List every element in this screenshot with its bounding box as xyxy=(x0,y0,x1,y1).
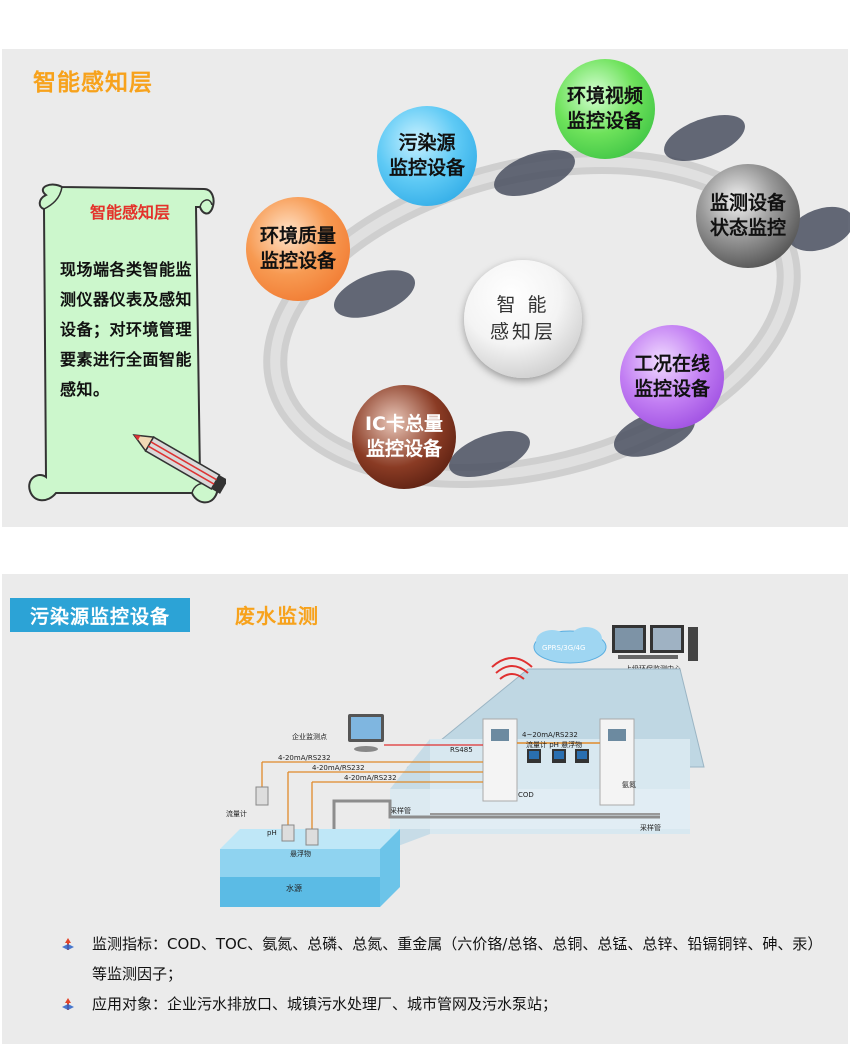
orb-label-line2: 状态监控 xyxy=(709,217,786,239)
link2-label: 4-20mA/RS232 xyxy=(312,764,365,772)
link-top-label: 4~20mA/RS232 xyxy=(522,731,578,739)
cloud-icon xyxy=(533,627,607,664)
link1-label: 4-20mA/RS232 xyxy=(278,754,331,762)
list-item: 应用对象：企业污水排放口、城镇污水处理厂、城市管网及污水泵站； xyxy=(60,989,820,1019)
wireless-signal-icon xyxy=(491,657,533,680)
water-label: 水源 xyxy=(286,883,302,893)
cloud-label: GPRS/3G/4G xyxy=(542,644,585,652)
arrow-bullet-icon xyxy=(62,998,74,1010)
rs485-label: RS485 xyxy=(450,746,473,754)
arrow-bullet-icon xyxy=(62,938,74,950)
section-subtitle: 废水监测 xyxy=(235,604,319,628)
suspended-solids-sensor-icon xyxy=(305,828,319,846)
wastewater-diagram: GPRS/3G/4G 上级环保监测中心 xyxy=(220,625,705,907)
orb-working-condition[interactable]: 工况在线监控设备 xyxy=(620,325,724,429)
center-label-line1: 智 能 xyxy=(496,294,550,316)
monitor-center-icon xyxy=(612,625,698,661)
link3-label: 4-20mA/RS232 xyxy=(344,774,397,782)
pollution-monitoring-panel: 污染源监控设备 废水监测 GPRS/3G/4G 上级环保监测中心 xyxy=(2,574,848,1044)
cod-cabinet-icon xyxy=(482,718,518,802)
orb-label-line2: 监控设备 xyxy=(388,157,465,179)
suspended-label: 悬浮物 xyxy=(290,849,311,858)
orb-pollution-source[interactable]: 污染源监控设备 xyxy=(377,106,477,206)
flowmeter-sensor-icon xyxy=(255,786,269,806)
sampling2-label: 采样管 xyxy=(640,823,661,832)
scroll-graphic xyxy=(28,183,229,504)
center-orb[interactable]: 智 能 感知层 xyxy=(464,260,582,378)
orb-label-line1: 环境质量 xyxy=(259,225,336,247)
ph-sensor-icon xyxy=(281,824,295,842)
perception-layer-panel: 智能感知层 智能感知层 现场端各类智能监测仪器仪表及感知设备；对环境管理要素进行… xyxy=(2,49,850,527)
orb-label-line2: 监控设备 xyxy=(259,250,336,272)
section-tag: 污染源监控设备 xyxy=(10,598,190,632)
pencil-icon xyxy=(132,434,229,494)
sampling1-label: 采样管 xyxy=(390,806,411,815)
orb-label-line2: 监控设备 xyxy=(566,110,643,132)
orb-label-line2: 监控设备 xyxy=(365,438,442,460)
ph-label: pH xyxy=(267,829,277,837)
orb-environment-quality[interactable]: 环境质量监控设备 xyxy=(246,197,350,301)
center-label-line2: 感知层 xyxy=(489,321,556,343)
orb-label-line1: IC卡总量 xyxy=(364,413,443,435)
cod-label: COD xyxy=(518,791,534,799)
orb-label-line1: 环境视频 xyxy=(566,85,643,107)
meters-label: 流量计 pH 悬浮物 xyxy=(526,740,582,749)
orb-label-line1: 工况在线 xyxy=(633,353,710,375)
enterprise-label: 企业监测点 xyxy=(292,732,327,741)
ammonia-label: 氨氮 xyxy=(622,780,636,789)
bullet-list: 监测指标：COD、TOC、氨氮、总磷、总氮、重金属（六价铬/总铬、总铜、总锰、总… xyxy=(60,929,820,1019)
analyzer-panels-icon xyxy=(527,749,589,763)
orb-label-line1: 污染源 xyxy=(398,132,456,154)
bullet-text: 应用对象：企业污水排放口、城镇污水处理厂、城市管网及污水泵站； xyxy=(92,995,558,1013)
info-scroll: 智能感知层 现场端各类智能监测仪器仪表及感知设备；对环境管理要素进行全面智能感知… xyxy=(16,177,229,517)
orb-label-line1: 监测设备 xyxy=(709,192,786,214)
list-item: 监测指标：COD、TOC、氨氮、总磷、总氮、重金属（六价铬/总铬、总铜、总锰、总… xyxy=(60,929,820,989)
scroll-heading: 智能感知层 xyxy=(89,203,170,222)
orb-device-status[interactable]: 监测设备状态监控 xyxy=(696,164,800,268)
section-title: 智能感知层 xyxy=(33,70,153,96)
ammonia-cabinet-icon xyxy=(599,718,635,806)
orb-environment-video[interactable]: 环境视频监控设备 xyxy=(555,59,655,159)
flowmeter-label: 流量计 xyxy=(226,809,247,818)
scroll-body: 现场端各类智能监测仪器仪表及感知设备；对环境管理要素进行全面智能感知。 xyxy=(60,260,193,399)
orb-label-line2: 监控设备 xyxy=(633,378,710,400)
bullet-text: 监测指标：COD、TOC、氨氮、总磷、总氮、重金属（六价铬/总铬、总铜、总锰、总… xyxy=(92,935,815,983)
orb-ic-card[interactable]: IC卡总量监控设备 xyxy=(352,385,456,489)
enterprise-computer-icon xyxy=(348,714,384,752)
